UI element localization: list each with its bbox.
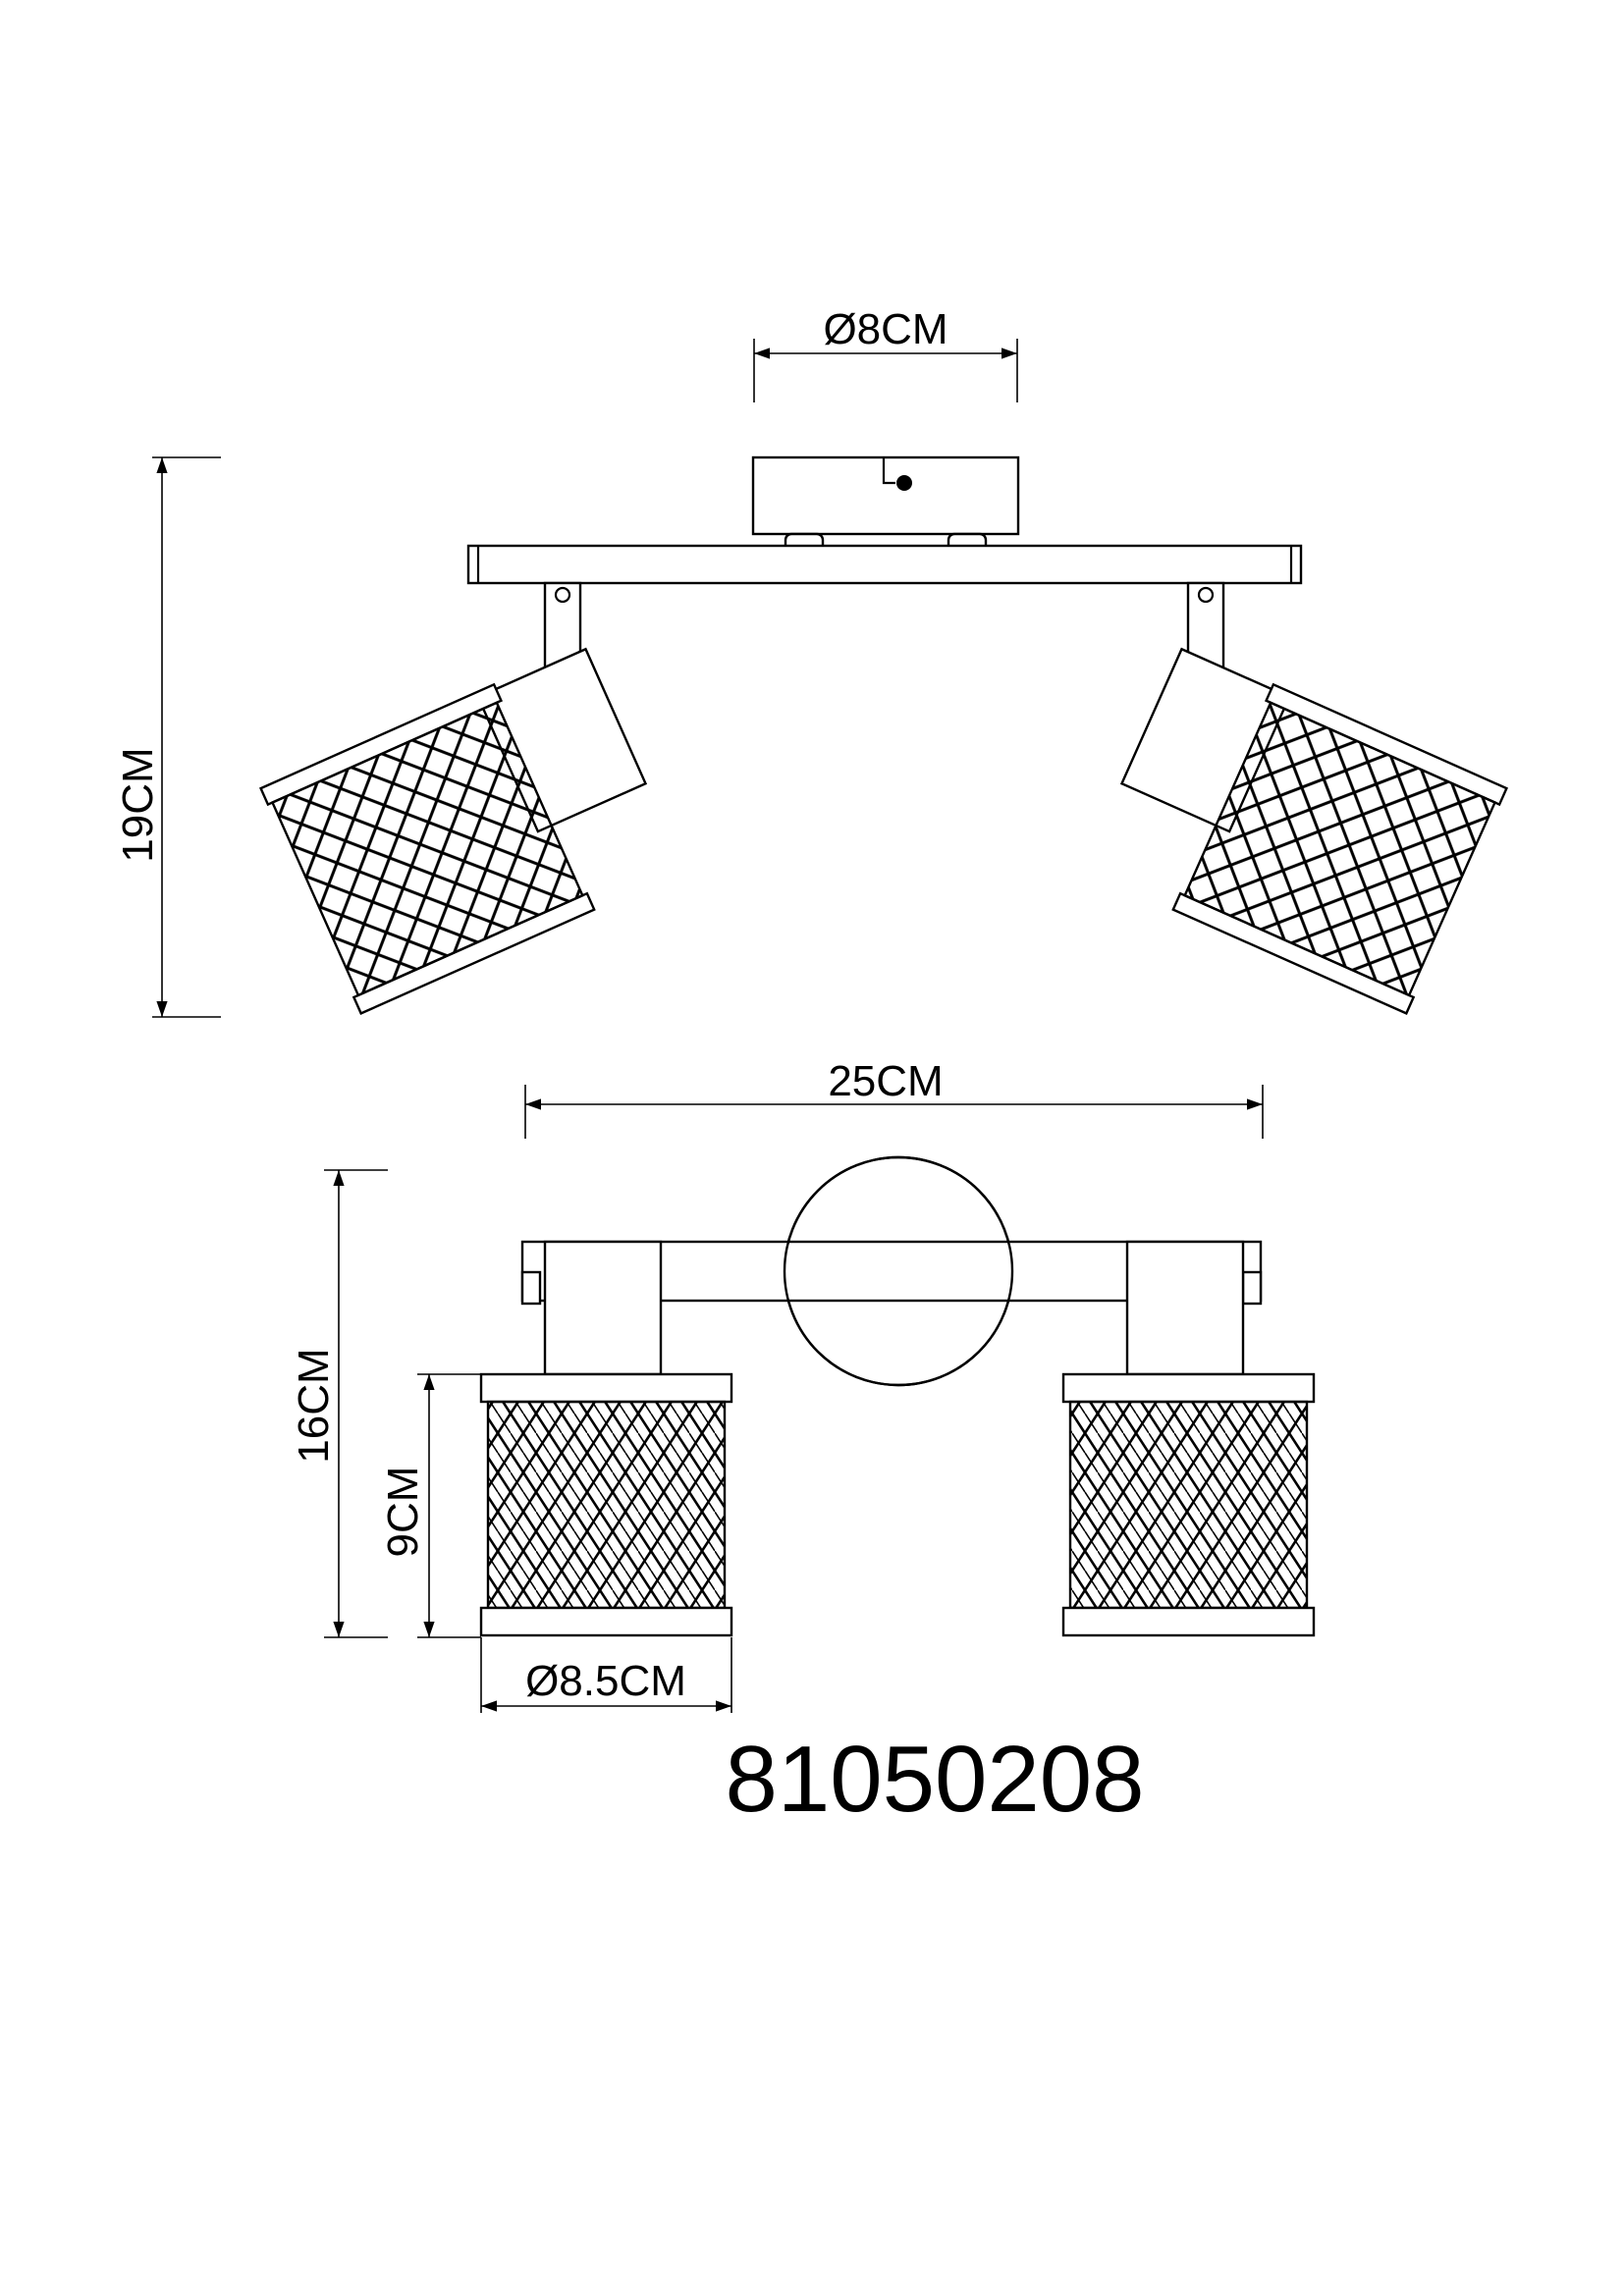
right-spot-angled [1119,581,1509,1015]
shade-diameter-dimension: Ø8.5CM [480,1637,732,1713]
overall-length-label: 25CM [828,1057,943,1105]
right-spot-front [1061,1240,1316,1637]
product-code: 81050208 [725,1727,1144,1832]
mounting-bar [466,544,1303,585]
side-height-label: 19CM [114,747,162,862]
canopy-diameter-dimension: Ø8CM [753,305,1018,402]
shade-diameter-label: Ø8.5CM [525,1657,686,1705]
overall-length-dimension: 25CM [524,1057,1264,1139]
canopy-diameter-label: Ø8CM [823,305,947,353]
front-height-dimension: 16CM [290,1169,388,1638]
front-height-label: 16CM [290,1348,338,1463]
shade-height-label: 9CM [379,1467,427,1558]
left-spot-front [479,1240,733,1637]
canopy [751,455,1020,554]
side-view: Ø8CM [114,305,1509,1018]
side-height-dimension: 19CM [114,456,221,1018]
front-view: 25CM 16CM [290,1057,1316,1713]
left-spot-angled [258,581,648,1015]
shade-height-dimension: 9CM [379,1373,481,1638]
